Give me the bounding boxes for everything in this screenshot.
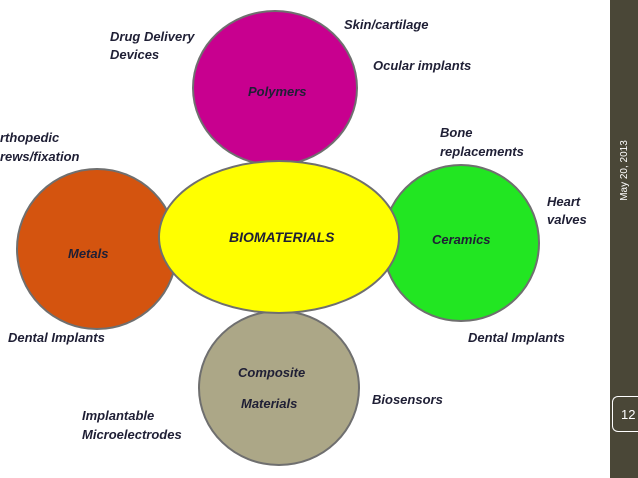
biomaterials-label: BIOMATERIALS xyxy=(229,229,335,245)
heart-valves-line2: valves xyxy=(547,212,587,227)
composite-label-line2: Materials xyxy=(241,396,298,411)
composite-circle xyxy=(198,310,360,466)
drug-delivery-line2: Devices xyxy=(110,47,160,62)
implantable-line2: Microelectrodes xyxy=(82,427,182,442)
polymers-label: Polymers xyxy=(248,84,307,99)
polymers-circle xyxy=(192,10,358,166)
slide-date-text: May 20, 2013 xyxy=(618,139,630,201)
ocular-implants-label: Ocular implants xyxy=(373,58,472,73)
skin-cartilage-label: Skin/cartilage xyxy=(344,17,429,32)
composite-label-line1: Composite xyxy=(238,365,306,380)
metals-circle xyxy=(16,168,178,330)
dental-implants-right-label: Dental Implants xyxy=(468,330,565,345)
biomaterials-ellipse xyxy=(158,160,400,314)
bone-replacements-line1: Bone xyxy=(440,125,473,140)
heart-valves-line1: Heart xyxy=(547,194,581,209)
implantable-line1: Implantable xyxy=(82,408,155,423)
dental-implants-left-label: Dental Implants xyxy=(8,330,105,345)
drug-delivery-line1: Drug Delivery xyxy=(110,29,195,44)
bone-replacements-line2: replacements xyxy=(440,144,524,159)
ceramics-label: Ceramics xyxy=(432,232,491,247)
metals-label: Metals xyxy=(68,246,109,261)
biosensors-label: Biosensors xyxy=(372,392,443,407)
orthopedic-line1: rthopedic xyxy=(0,130,60,145)
page-number: 12 xyxy=(612,396,638,432)
orthopedic-line2: rews/fixation xyxy=(0,149,80,164)
slide-date: May 20, 2013 xyxy=(611,130,637,210)
slide: Polymers Metals Ceramics Composite Mater… xyxy=(0,10,587,466)
